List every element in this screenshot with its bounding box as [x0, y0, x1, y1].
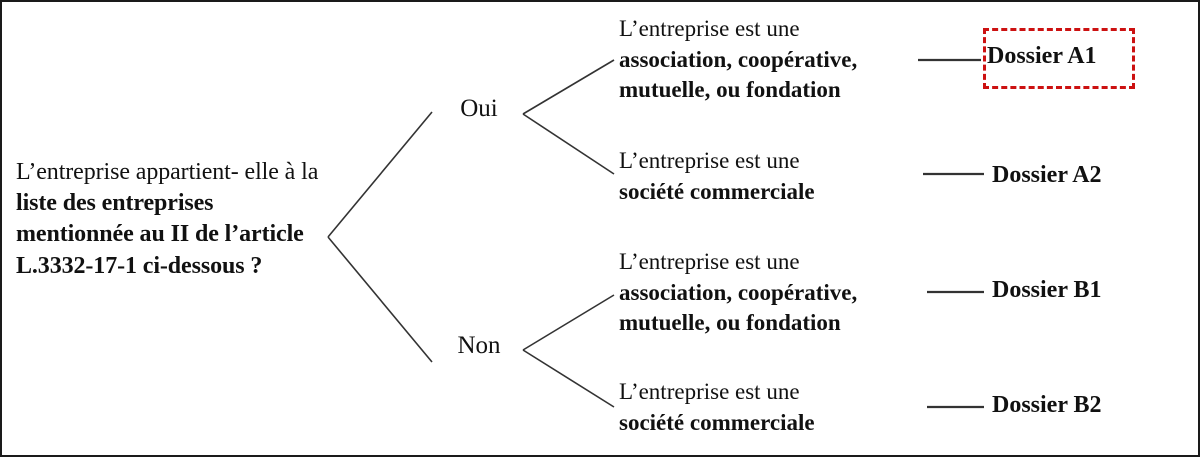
leaf-b2-lead: L’entreprise est une	[619, 379, 800, 404]
leaf-a2-lead: L’entreprise est une	[619, 148, 800, 173]
leaf-a1-emphasis: association, coopérative, mutuelle, ou f…	[619, 46, 858, 103]
leaf-description-b2: L’entreprise est une société commerciale	[619, 377, 919, 438]
outcome-dossier-a2: Dossier A2	[992, 162, 1102, 188]
edge-non-to-b1	[522, 294, 615, 351]
leaf-b1-lead: L’entreprise est une	[619, 249, 800, 274]
edge-root-to-oui	[327, 111, 433, 238]
outcome-dossier-a1: Dossier A1	[987, 43, 1097, 69]
root-question-connector: elle à la	[244, 159, 319, 185]
leaf-a2-emphasis: société commerciale	[619, 178, 815, 204]
root-question: L’entreprise appartient- elle à la liste…	[16, 157, 322, 282]
branch-label-oui: Oui	[460, 95, 498, 122]
branch-label-non: Non	[457, 332, 501, 359]
leaf-b1-emphasis: association, coopérative, mutuelle, ou f…	[619, 279, 858, 336]
outcome-dossier-b1: Dossier B1	[992, 277, 1102, 303]
leaf-a1-lead: L’entreprise est une	[619, 16, 800, 41]
highlight-box-dossier-a1	[983, 28, 1135, 89]
edge-oui-to-a1	[522, 59, 615, 115]
outcome-dossier-b2: Dossier B2	[992, 392, 1102, 418]
leaf-description-b1: L’entreprise est une association, coopér…	[619, 247, 919, 339]
leaf-b2-emphasis: société commerciale	[619, 409, 815, 435]
edge-root-to-non	[327, 236, 433, 363]
edge-non-to-b2	[522, 349, 615, 408]
leaf-description-a2: L’entreprise est une société commerciale	[619, 146, 919, 207]
leaf-description-a1: L’entreprise est une association, coopér…	[619, 14, 919, 106]
root-question-emphasis: liste des entreprises mentionnée au II d…	[16, 190, 304, 279]
root-question-lead: L’entreprise appartient-	[16, 159, 239, 185]
edge-oui-to-a2	[522, 113, 615, 175]
